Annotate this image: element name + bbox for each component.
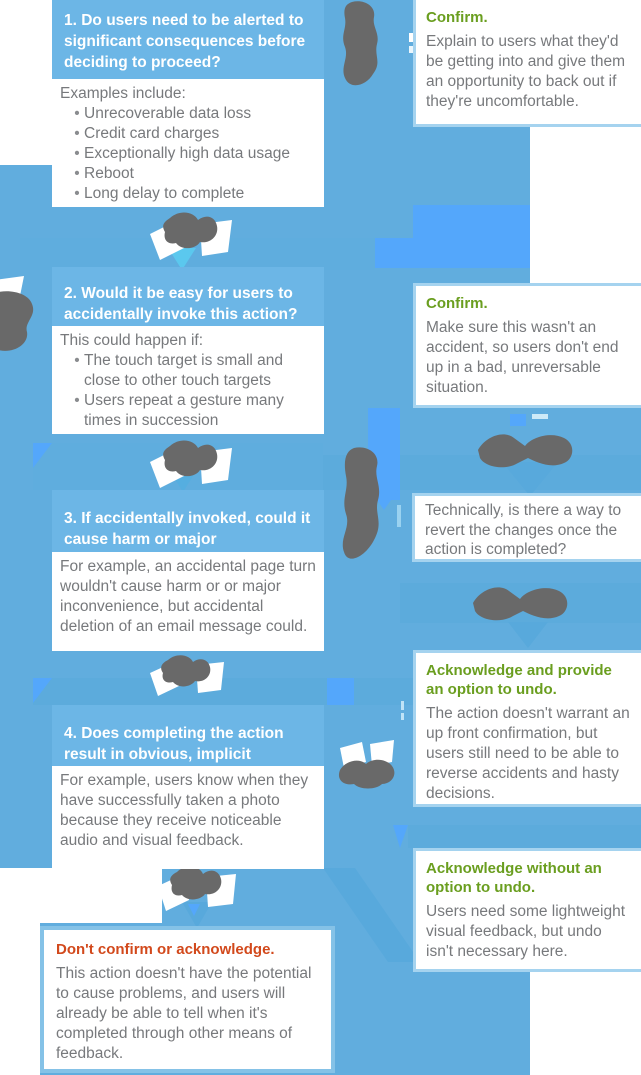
down-arrowhead [182, 902, 212, 928]
outcome-card-confirm-2: Confirm. Make sure this wasn't an accide… [413, 283, 641, 408]
glitch-fragment [409, 46, 413, 53]
outcome-title: Confirm. [426, 295, 488, 312]
background-cutout [530, 127, 641, 283]
examples-intro: Examples include: [60, 85, 186, 102]
question-card-3: 3. If accidentally invoked, could it cau… [52, 490, 324, 651]
bullet-icon: • [74, 145, 80, 162]
question-card-1: 1. Do users need to be alerted to signif… [52, 0, 324, 207]
outcome-title: Confirm. [426, 9, 488, 26]
outcome-text: Explain to users what they'd be getting … [426, 33, 626, 110]
list-item: •Long delay to complete [60, 184, 316, 204]
flow-band [20, 238, 375, 270]
yes-label-blob [343, 1, 378, 86]
question-examples-box: This could happen if: •The touch target … [52, 326, 324, 434]
examples-intro: This could happen if: [60, 332, 204, 349]
glitch-fragment [397, 505, 401, 527]
flow-arrow-band [327, 678, 354, 705]
glitch-fragment [409, 33, 413, 42]
flow-arrow-band [368, 408, 400, 500]
flow-band [408, 825, 641, 848]
glitch-fragment [401, 713, 404, 720]
outcome-text: Users need some lightweight visual feedb… [426, 903, 626, 960]
bullet-icon: • [74, 105, 80, 122]
down-arrowhead [188, 904, 200, 916]
bullet-icon: • [74, 352, 80, 369]
outcome-text: This action doesn't have the potential t… [56, 965, 312, 1062]
list-item: •The touch target is small and close to … [60, 351, 316, 391]
background-cutout [530, 972, 641, 1075]
question-examples-box: Examples include: •Unrecoverable data lo… [52, 79, 324, 207]
revert-question-card: Technically, is there a way to revert th… [412, 493, 641, 562]
outcome-card-acknowledge-no-undo: Acknowledge without an option to undo. U… [413, 848, 641, 972]
list-item: •Reboot [60, 164, 316, 184]
revert-question-text: Technically, is there a way to revert th… [425, 502, 622, 558]
flow-arrow-band [413, 205, 530, 238]
flow-arrow-band [375, 238, 530, 268]
list-item: •Credit card charges [60, 124, 316, 144]
background-cutout [0, 923, 40, 1075]
arrow-fragment [393, 825, 408, 848]
glitch-fragment [532, 414, 548, 419]
outcome-text: Make sure this wasn't an accident, so us… [426, 319, 619, 396]
no-label-blob [338, 740, 395, 789]
background-cutout [0, 0, 52, 165]
outcome-title: Acknowledge without an option to undo. [426, 860, 602, 896]
bullet-icon: • [74, 125, 80, 142]
flow-band [33, 678, 430, 705]
glitch-fragment [401, 701, 404, 710]
outcome-text: The action doesn't warrant an up front c… [426, 705, 630, 802]
list-item: •Unrecoverable data loss [60, 104, 316, 124]
list-item: •Exceptionally high data usage [60, 144, 316, 164]
question-title: 2. Would it be easy for users to acciden… [64, 285, 298, 323]
question-card-4: 4. Does completing the action result in … [52, 705, 324, 869]
arrow-fragment [323, 868, 420, 962]
bullet-icon: • [74, 165, 80, 182]
bullet-icon: • [74, 392, 80, 409]
down-arrowhead [508, 622, 548, 648]
flow-band [33, 443, 323, 490]
outcome-card-confirm-1: Confirm. Explain to users what they'd be… [413, 0, 641, 127]
list-item: •Users repeat a gesture many times in su… [60, 391, 316, 431]
outcome-card-dont-confirm: Don't confirm or acknowledge. This actio… [40, 926, 335, 1073]
bullet-icon: • [74, 185, 80, 202]
outcome-title: Don't confirm or acknowledge. [56, 941, 275, 958]
glitch-fragment [510, 414, 526, 426]
question-card-2: 2. Would it be easy for users to acciden… [52, 267, 324, 434]
outcome-title: Acknowledge and provide an option to und… [426, 662, 612, 698]
question-example-box: For example, users know when they have s… [52, 766, 324, 869]
outcome-card-acknowledge-undo: Acknowledge and provide an option to und… [413, 650, 641, 807]
background-cutout [0, 868, 162, 923]
question-title: 1. Do users need to be alerted to signif… [64, 12, 306, 71]
no-label-blob [158, 866, 236, 911]
no-label-blob [0, 276, 34, 351]
flow-band [400, 583, 641, 623]
question-example-box: For example, an accidental page turn wou… [52, 552, 324, 651]
